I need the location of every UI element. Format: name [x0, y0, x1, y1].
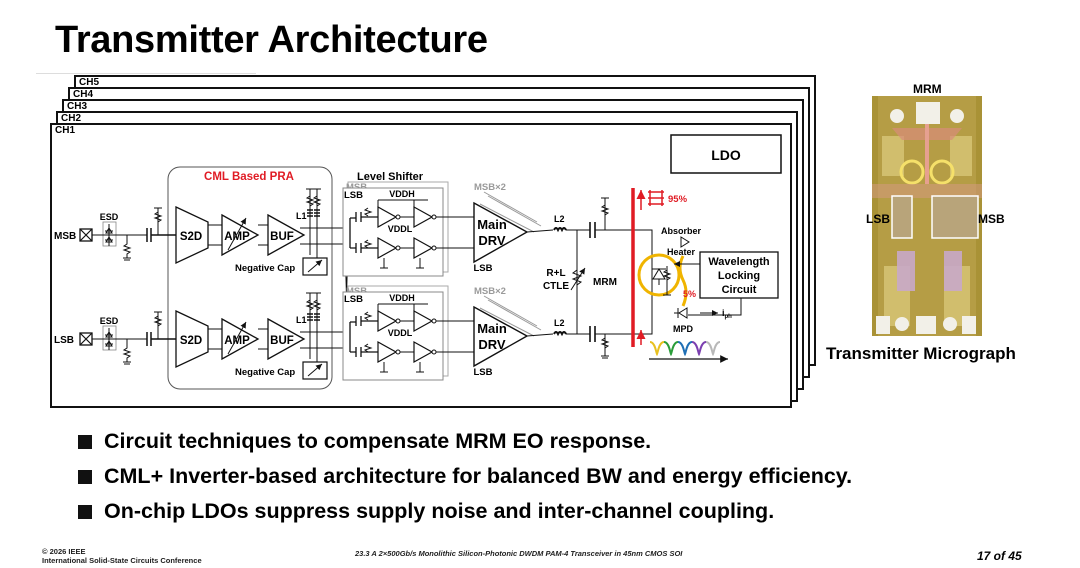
s2d-label: S2D	[180, 335, 202, 347]
bullet-item: CML+ Inverter-based architecture for bal…	[78, 459, 852, 494]
buf-label: BUF	[270, 231, 294, 243]
ldo-block: LDO	[670, 134, 782, 174]
micrograph-label-mrm: MRM	[913, 82, 942, 96]
bullet-text: On-chip LDOs suppress supply noise and i…	[104, 499, 775, 523]
spectrum-notch	[691, 341, 707, 357]
channel-label: CH4	[73, 89, 94, 100]
bullet-text: Circuit techniques to compensate MRM EO …	[104, 429, 652, 453]
micrograph-caption: Transmitter Micrograph	[826, 344, 1016, 363]
vddh-label: VDDH	[389, 189, 415, 199]
main-drv-label: Main	[477, 217, 507, 232]
wl-label: Wavelength	[708, 256, 770, 268]
pct-95-label: 95%	[668, 194, 688, 205]
bullet-text: CML+ Inverter-based architecture for bal…	[104, 464, 853, 488]
ctle-label: R+L	[546, 268, 565, 279]
channel-label: CH5	[79, 77, 100, 88]
channel-label: CH3	[67, 101, 88, 112]
main-driver-lower: MSB×2 Main DRV LSB L2	[473, 286, 590, 378]
msbx2-label: MSB×2	[474, 286, 506, 297]
bullet-square-icon	[78, 434, 92, 449]
ctle-label: CTLE	[543, 281, 569, 292]
ls-lsb-label: LSB	[344, 294, 363, 305]
drv-lsb-label: LSB	[474, 263, 493, 274]
page-number: 17 of 45	[977, 549, 1022, 563]
mpd-label: MPD	[673, 324, 694, 334]
amp-label: AMP	[224, 231, 250, 243]
title-divider	[36, 73, 256, 74]
bullet-list: Circuit techniques to compensate MRM EO …	[78, 424, 852, 529]
footer-paper-title: 23.3 A 2×500Gb/s Monolithic Silicon-Phot…	[355, 549, 683, 558]
l2-label: L2	[554, 214, 565, 224]
spectrum-notch	[705, 341, 721, 357]
s2d-label: S2D	[180, 231, 202, 243]
msb-region-box	[931, 195, 979, 239]
slide-title: Transmitter Architecture	[55, 19, 488, 61]
bullet-item: Circuit techniques to compensate MRM EO …	[78, 424, 852, 459]
ls-lsb-label: LSB	[344, 190, 363, 201]
drv-lsb-label: LSB	[474, 367, 493, 378]
vddh-label: VDDH	[389, 293, 415, 303]
negative-cap-label: Negative Cap	[235, 367, 295, 378]
lsb-region-box	[891, 195, 913, 239]
wl-label: Locking	[718, 270, 760, 282]
footer-copyright: © 2026 IEEE	[42, 547, 86, 556]
bullet-item: On-chip LDOs suppress supply noise and i…	[78, 494, 852, 529]
channel-label: CH1	[55, 125, 76, 136]
bullet-square-icon	[78, 469, 92, 484]
rl-ctle: R+L CTLE	[543, 230, 586, 334]
vddl-label: VDDL	[388, 224, 413, 234]
ldo-label: LDO	[711, 147, 741, 163]
pct-5-label: 5%	[683, 289, 696, 299]
level-shifter-lower: MSB LSB VDDH VDDL	[342, 285, 476, 381]
negative-cap-label: Negative Cap	[235, 263, 295, 274]
l2-label: L2	[554, 318, 565, 328]
wdm-spectrum	[649, 341, 721, 357]
microring: 5% Absorber Heater	[637, 226, 702, 307]
msbx2-label: MSB×2	[474, 182, 506, 193]
wavelength-locking-circuit: Wavelength Locking Circuit iph MPD	[673, 251, 779, 334]
transmitter-micrograph-image	[872, 96, 982, 336]
input-label-lsb: LSB	[54, 335, 74, 346]
micrograph-label-lsb: LSB	[866, 212, 890, 226]
micrograph-label-msb: MSB	[978, 212, 1005, 226]
cml-pra-block: CML Based PRA	[167, 166, 333, 390]
amp-label: AMP	[224, 335, 250, 347]
iph-label: iph	[722, 308, 732, 320]
pra-label: CML Based PRA	[204, 171, 294, 183]
main-driver-upper: MSB×2 Main DRV LSB L2	[473, 182, 590, 274]
l1-label: L1	[296, 315, 307, 325]
esd-label: ESD	[100, 316, 119, 326]
input-label-msb: MSB	[54, 231, 76, 242]
level-shifter-label: Level Shifter	[357, 171, 424, 183]
bus-waveguide: 95%	[631, 188, 688, 347]
footer-conference: International Solid-State Circuits Confe…	[42, 556, 202, 565]
level-shifter-upper: MSB LSB VDDH VDDL	[342, 181, 476, 277]
buf-label: BUF	[270, 335, 294, 347]
lane-lsb: LSB ESD S2D AMP BUF L1 Negative Cap	[54, 292, 345, 380]
wl-label: Circuit	[722, 284, 757, 296]
mrm-drive-network: MRM	[589, 197, 653, 359]
spectrum-notch	[649, 341, 665, 357]
footer-copyright-block: © 2026 IEEE International Solid-State Ci…	[42, 547, 202, 565]
spectrum-notch	[677, 341, 693, 357]
mrm-label: MRM	[593, 277, 617, 288]
bullet-square-icon	[78, 504, 92, 519]
heater-label: Heater	[667, 247, 696, 257]
esd-label: ESD	[100, 212, 119, 222]
main-drv-label: Main	[477, 321, 507, 336]
l1-label: L1	[296, 211, 307, 221]
main-drv-label: DRV	[478, 233, 506, 248]
lane-msb: MSB ESD S2D AMP BUF L1 Negative Cap	[54, 188, 345, 276]
absorber-label: Absorber	[661, 226, 702, 236]
channel-label: CH2	[61, 113, 82, 124]
main-drv-label: DRV	[478, 337, 506, 352]
vddl-label: VDDL	[388, 328, 413, 338]
spectrum-notch	[663, 341, 679, 357]
